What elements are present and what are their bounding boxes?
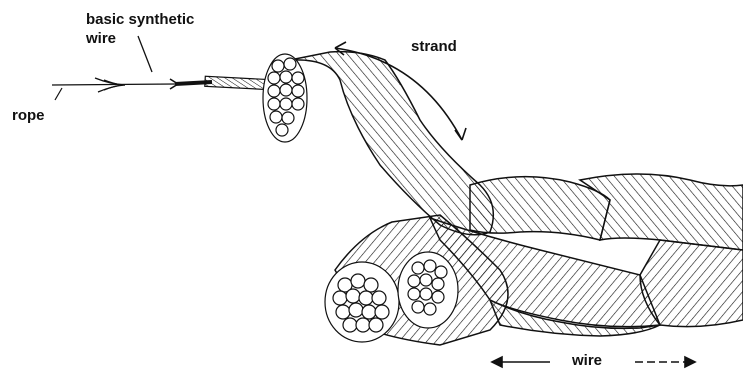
strand-end-face-middle [398, 252, 458, 328]
basic-wire-label-line1: basic synthetic [86, 11, 194, 28]
basic-wire-label-line2: wire [86, 30, 116, 47]
basic-wire-pointer [138, 36, 152, 72]
wire-label: wire [572, 352, 602, 369]
strand-label: strand [411, 38, 457, 55]
wire-arrow-right [635, 357, 695, 367]
fiber-line [52, 78, 178, 92]
strand-end-face-lower-left [325, 262, 399, 342]
rope-pointer [55, 88, 62, 100]
wire-arrow-left [492, 357, 550, 367]
strand-end-face-upper [263, 54, 307, 142]
rope-label: rope [12, 107, 45, 124]
strand-upper [290, 52, 493, 235]
basic-wire-segment [175, 76, 271, 89]
